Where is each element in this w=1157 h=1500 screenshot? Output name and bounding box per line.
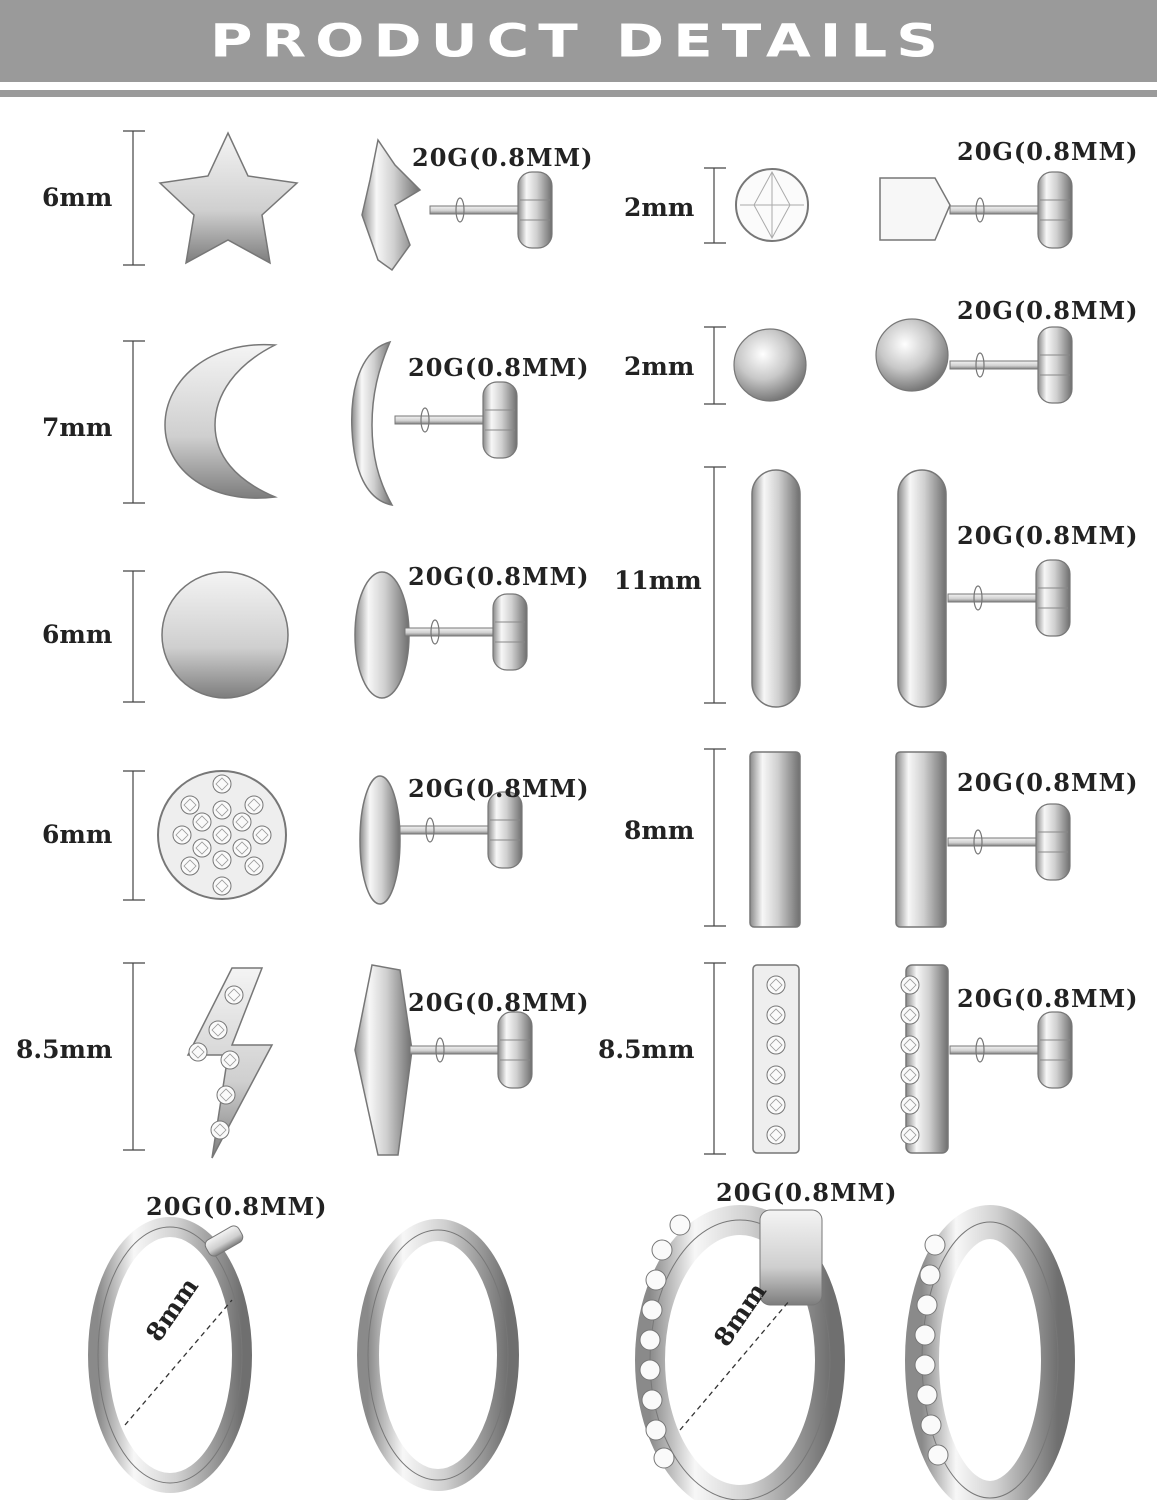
gauge-label-star: 20G(0.8MM) <box>412 143 594 172</box>
size-label-star: 6mm <box>42 183 113 212</box>
lightning-stud-front <box>186 967 274 1159</box>
size-label-flat-bar: 8mm <box>624 816 695 845</box>
star-stud-side <box>361 138 553 272</box>
gauge-label-pave-disc: 20G(0.8MM) <box>408 774 590 803</box>
gauge-label-cz-huggie: 20G(0.8MM) <box>716 1178 898 1207</box>
disc-stud-side <box>354 571 528 699</box>
size-label-round-cz: 2mm <box>624 193 695 222</box>
dimension-lines <box>123 130 726 1155</box>
cz-huggie-angled <box>635 1205 845 1500</box>
cz-bar-stud-side <box>900 964 1073 1154</box>
size-label-ball: 2mm <box>624 352 695 381</box>
plain-hoop-side <box>357 1219 519 1491</box>
moon-stud-front <box>164 343 278 499</box>
flat-bar-stud-side <box>895 751 1071 928</box>
round-cz-stud-front <box>735 168 809 242</box>
gauge-label-ball: 20G(0.8MM) <box>957 296 1139 325</box>
gauge-label-moon: 20G(0.8MM) <box>408 353 590 382</box>
gauge-label-plain-hoop: 20G(0.8MM) <box>146 1192 328 1221</box>
gauge-label-disc: 20G(0.8MM) <box>408 562 590 591</box>
gauge-label-flat-bar: 20G(0.8MM) <box>957 768 1139 797</box>
cz-huggie-side <box>905 1205 1075 1500</box>
long-bar-stud-side <box>897 469 1071 708</box>
ball-stud-front <box>733 328 807 402</box>
size-label-long-bar: 11mm <box>614 566 702 595</box>
plain-hoop-angled <box>88 1217 252 1493</box>
cz-bar-stud-front <box>752 964 800 1154</box>
gauge-label-long-bar: 20G(0.8MM) <box>957 521 1139 550</box>
disc-stud-front <box>161 571 289 699</box>
flat-bar-stud-front <box>749 751 801 928</box>
page-title: PRODUCT DETAILS <box>209 14 948 68</box>
title-underline <box>0 90 1157 97</box>
ball-stud-side <box>875 318 1073 404</box>
size-label-cz-bar: 8.5mm <box>598 1035 695 1064</box>
lightning-stud-side <box>354 964 533 1156</box>
gauge-label-round-cz: 20G(0.8MM) <box>957 137 1139 166</box>
gauge-label-lightning: 20G(0.8MM) <box>408 988 590 1017</box>
size-label-lightning: 8.5mm <box>16 1035 113 1064</box>
size-label-moon: 7mm <box>42 413 113 442</box>
size-label-disc: 6mm <box>42 620 113 649</box>
title-banner <box>0 0 1157 82</box>
round-cz-stud-side <box>879 171 1073 249</box>
star-stud-front <box>158 131 299 265</box>
pave-disc-stud-front <box>157 770 287 900</box>
long-bar-stud-front <box>751 469 801 708</box>
pave-disc-stud-side <box>359 775 523 905</box>
size-label-pave-disc: 6mm <box>42 820 113 849</box>
moon-stud-side <box>351 340 518 507</box>
gauge-label-cz-bar: 20G(0.8MM) <box>957 984 1139 1013</box>
